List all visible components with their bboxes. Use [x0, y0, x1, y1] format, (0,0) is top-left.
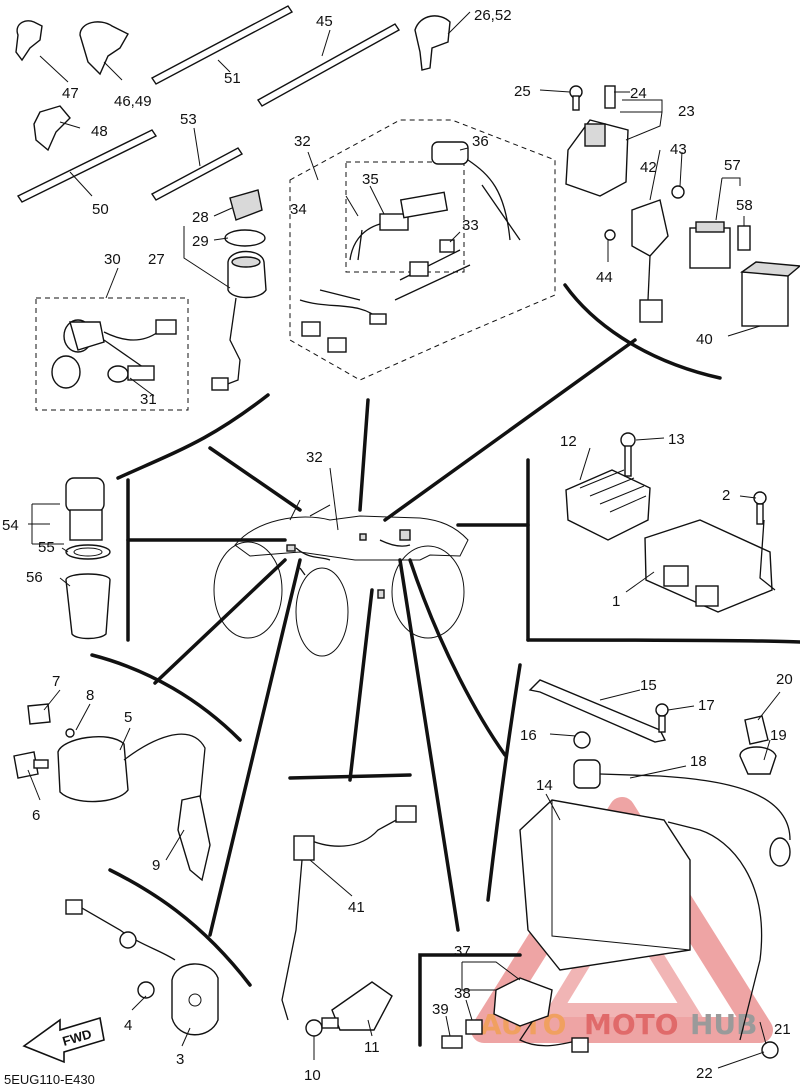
label-44: 44: [596, 269, 613, 286]
label-40: 40: [696, 331, 713, 348]
label-57: 57: [724, 157, 741, 174]
cable-tie-53: [150, 147, 244, 201]
clamp-48: [33, 105, 71, 152]
clamp-46-49: [79, 21, 129, 76]
label-32-mid: 32: [306, 449, 323, 466]
switch-group: [281, 805, 417, 1037]
leader-lines: [27, 11, 781, 1069]
fuse-box-group: [441, 977, 553, 1049]
label-48: 48: [91, 123, 108, 140]
label-55: 55: [38, 539, 55, 556]
bulb-harness-group: [35, 297, 189, 411]
label-51: 51: [224, 70, 241, 87]
label-13: 13: [668, 431, 685, 448]
label-5: 5: [124, 709, 132, 726]
cable-tie-45: [256, 23, 401, 107]
label-33: 33: [462, 217, 479, 234]
label-47: 47: [62, 85, 79, 102]
fwd-arrow: FWD: [22, 1016, 105, 1064]
label-54: 54: [2, 517, 19, 534]
label-22: 22: [696, 1065, 713, 1082]
label-41: 41: [348, 899, 365, 916]
label-21: 21: [774, 1021, 791, 1038]
label-28: 28: [192, 209, 209, 226]
label-34: 34: [290, 201, 307, 218]
fwd-arrow-icon: [22, 1016, 105, 1064]
label-32-top: 32: [294, 133, 311, 150]
label-4: 4: [124, 1017, 132, 1034]
diagram-code: 5EUG110-E430: [4, 1072, 95, 1086]
part-labels: 47 46,49 48 51 45 26,52 50 53 28 29 27 3…: [2, 7, 793, 1084]
label-27: 27: [148, 251, 165, 268]
label-36: 36: [472, 133, 489, 150]
label-18: 18: [690, 753, 707, 770]
label-37: 37: [454, 943, 471, 960]
clamp-47: [15, 20, 43, 62]
label-6: 6: [32, 807, 40, 824]
label-46-49: 46,49: [114, 93, 152, 110]
label-58: 58: [736, 197, 753, 214]
label-29: 29: [192, 233, 209, 250]
label-3: 3: [176, 1051, 184, 1068]
battery-group: [519, 679, 791, 1059]
watermark-moto: MOTO: [584, 1008, 679, 1041]
vehicle-outline: [213, 499, 469, 657]
label-43: 43: [670, 141, 687, 158]
receptacle-group: [65, 477, 111, 640]
cable-tie-51: [150, 5, 294, 85]
relay-fuse-group: [565, 85, 800, 327]
label-35: 35: [362, 171, 379, 188]
label-53: 53: [180, 111, 197, 128]
clamp-26-52: [414, 15, 451, 71]
label-9: 9: [152, 857, 160, 874]
ignition-coil-group: [13, 703, 211, 882]
label-11: 11: [364, 1039, 380, 1056]
label-19: 19: [770, 727, 787, 744]
relay-harness-group: [289, 119, 556, 381]
label-24: 24: [630, 85, 647, 102]
label-56: 56: [26, 569, 43, 586]
cable-tie-50: [16, 129, 158, 203]
label-38: 38: [454, 985, 471, 1002]
label-12: 12: [560, 433, 577, 450]
label-42: 42: [640, 159, 657, 176]
label-31: 31: [140, 391, 157, 408]
label-50: 50: [92, 201, 109, 218]
callout-lines: [90, 283, 800, 1047]
label-7: 7: [52, 673, 60, 690]
label-30: 30: [104, 251, 121, 268]
label-8: 8: [86, 687, 94, 704]
label-16: 16: [520, 727, 537, 744]
label-23: 23: [678, 103, 695, 120]
label-39: 39: [432, 1001, 449, 1018]
label-45: 45: [316, 13, 333, 30]
pickup-coil-group: [65, 899, 219, 1036]
label-26-52: 26,52: [474, 7, 512, 24]
rectifier-cdi-group: [565, 432, 776, 613]
label-25: 25: [514, 83, 531, 100]
main-switch: [211, 189, 267, 391]
label-2: 2: [722, 487, 730, 504]
clamps-and-ties: [15, 5, 451, 203]
label-1: 1: [612, 593, 620, 610]
label-15: 15: [640, 677, 657, 694]
label-10: 10: [304, 1067, 321, 1084]
label-20: 20: [776, 671, 793, 688]
label-14: 14: [536, 777, 553, 794]
label-17: 17: [698, 697, 715, 714]
